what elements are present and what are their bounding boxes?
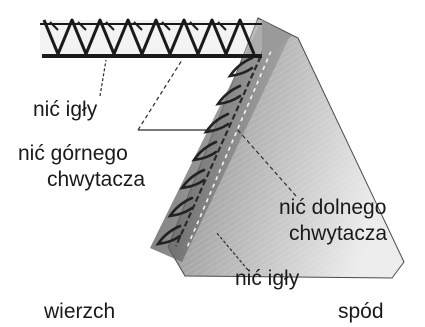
label-face-side: wierzch <box>44 300 115 324</box>
label-lower-looper-thread-line1: nić dolnego <box>279 196 386 220</box>
label-upper-looper-thread-line2: chwytacza <box>47 168 145 192</box>
label-upper-looper-thread-line1: nić górnego <box>18 142 128 166</box>
label-back-side: spód <box>338 300 384 324</box>
label-lower-looper-thread-line2: chwytacza <box>289 222 387 246</box>
label-needle-thread-top: nić igły <box>33 98 97 122</box>
top-stitch-row <box>40 20 292 58</box>
label-needle-thread-bottom: nić igły <box>235 267 299 291</box>
